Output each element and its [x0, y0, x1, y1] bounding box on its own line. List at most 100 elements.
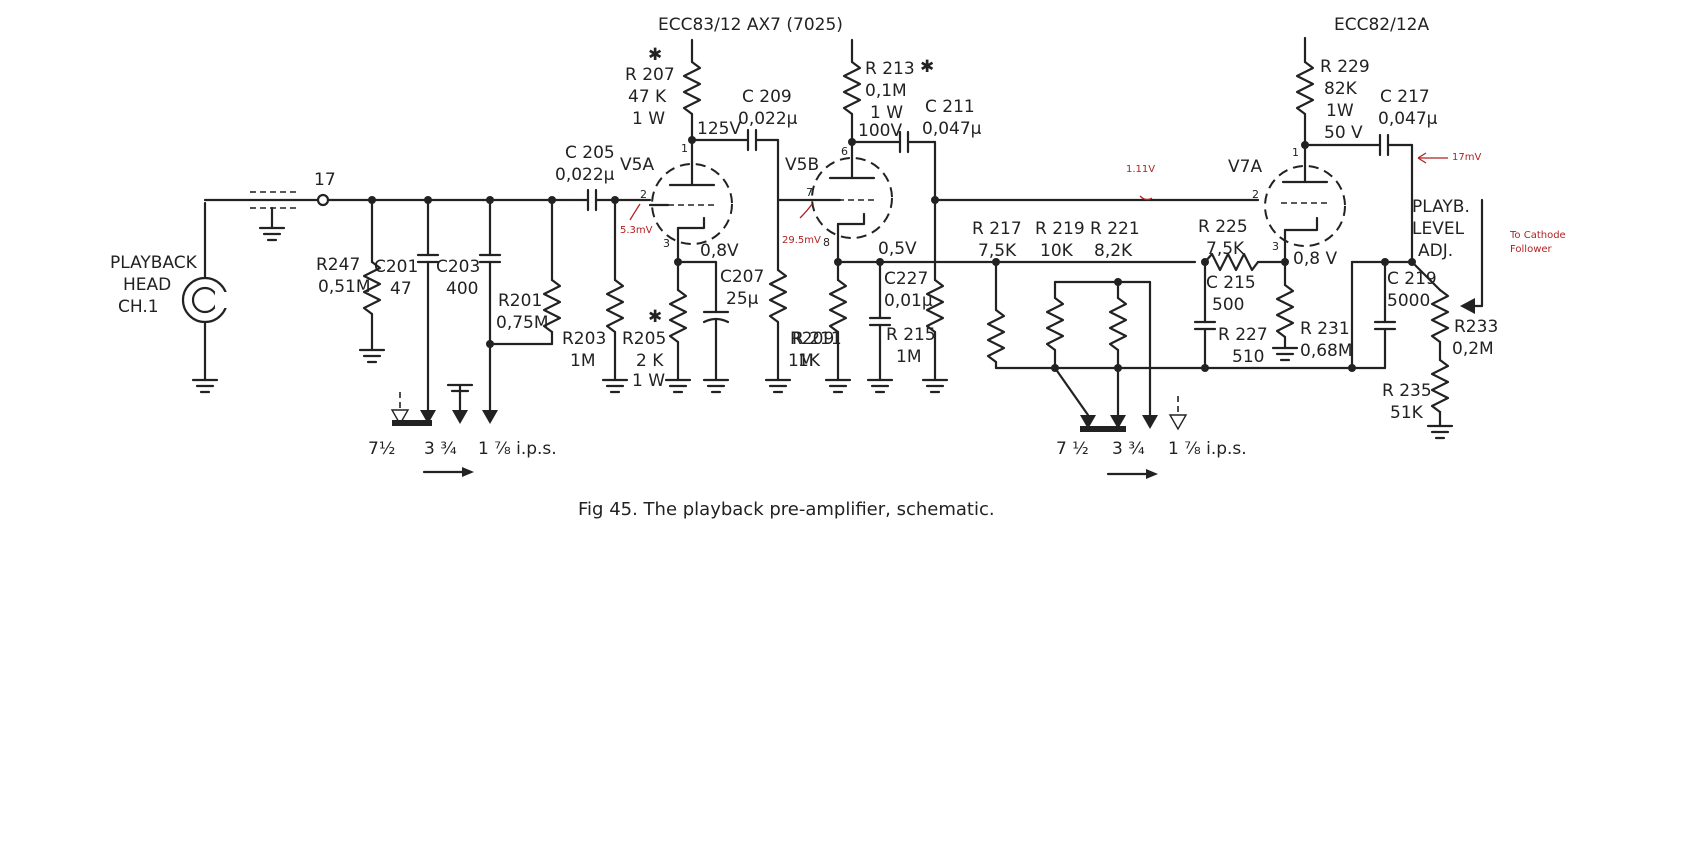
- c209-value: 0,022µ: [738, 109, 798, 129]
- r201-resistor: [542, 198, 562, 346]
- v5b-pin-plate: 6: [841, 145, 848, 158]
- r213-value: 0,1M: [865, 81, 907, 101]
- r211-value: 1K: [798, 351, 821, 371]
- speed-left-1: 7½: [368, 439, 395, 459]
- v5a-pin-grid: 2: [640, 188, 647, 201]
- r201-label: R201: [498, 291, 542, 311]
- r213-star: ✱: [920, 57, 934, 77]
- r225-label: R 225: [1198, 217, 1248, 237]
- r207-wattage: 1 W: [632, 109, 665, 129]
- v5b-cathode-voltage: 0,5V: [878, 239, 917, 259]
- terminal-label: 17: [314, 170, 336, 190]
- r247-value: 0,51M: [318, 277, 371, 297]
- c203-label: C203: [436, 257, 480, 277]
- speed-arrow-right: [1106, 469, 1158, 479]
- v7a-pin-grid: 2: [1252, 188, 1259, 201]
- c211-value: 0,047µ: [922, 119, 982, 139]
- playback-head: [181, 201, 229, 394]
- note-line-1: To Cathode: [1509, 230, 1566, 241]
- v5b-pin-cathode: 8: [823, 236, 830, 249]
- c203-capacitor: [478, 198, 554, 424]
- r213-wattage: 1 W: [870, 103, 903, 123]
- r229-resistor: [1295, 36, 1382, 149]
- v5b-plate-voltage: 100V: [858, 121, 902, 141]
- c215-label: C 215: [1206, 273, 1256, 293]
- head-label-1: PLAYBACK: [110, 253, 198, 273]
- r217-value: 7,5K: [978, 241, 1017, 261]
- r207-value: 47 K: [628, 87, 667, 107]
- r235-value: 51K: [1390, 403, 1424, 423]
- v5b-pin-grid: 7: [806, 186, 813, 199]
- v5b-label: V5B: [785, 155, 819, 175]
- c227-label: C227: [884, 269, 928, 289]
- v7-tube-type: ECC82/12A: [1334, 15, 1429, 35]
- v7a-cathode-network: [1193, 252, 1299, 372]
- r207-star: ✱: [648, 45, 662, 65]
- c217-label: C 217: [1380, 87, 1430, 107]
- r247-resistor: [358, 198, 386, 364]
- c207-label: C207: [720, 267, 764, 287]
- r219-label: R 219: [1035, 219, 1085, 239]
- r217-label: R 217: [972, 219, 1022, 239]
- v5a-cathode-network: [664, 258, 730, 394]
- v5b-cathode-network: [824, 258, 1197, 394]
- r203-label: R203: [562, 329, 606, 349]
- c209-label: C 209: [742, 87, 792, 107]
- r211-label: R 211: [792, 329, 842, 349]
- speed-arrow-left: [422, 467, 474, 477]
- c217-capacitor: [1378, 133, 1416, 266]
- input-shield: [203, 191, 330, 242]
- r221-value: 8,2K: [1094, 241, 1133, 261]
- r213-label: R 213: [865, 59, 915, 79]
- r209-label: R209: [790, 329, 834, 349]
- c211-label: C 211: [925, 97, 975, 117]
- c201-capacitor: [392, 198, 440, 426]
- r205-wattage: 1 W: [632, 371, 665, 391]
- measurement-1: 5.3mV: [620, 225, 653, 236]
- v5-tube-type: ECC83/12 AX7 (7025): [658, 15, 843, 35]
- note-line-2: Follower: [1510, 244, 1553, 255]
- c217-value: 0,047µ: [1378, 109, 1438, 129]
- c203-value: 400: [446, 279, 478, 299]
- c227-value: 0,01µ: [884, 291, 933, 311]
- speed-right-2: 3 ¾: [1112, 439, 1145, 459]
- c201-label: C201: [374, 257, 418, 277]
- speed-left-2: 3 ¾: [424, 439, 457, 459]
- c205-label: C 205: [565, 143, 615, 163]
- c215-value: 500: [1212, 295, 1244, 315]
- r205-resistor: [601, 198, 629, 394]
- c219-label: C 219: [1387, 269, 1437, 289]
- r205-star: ✱: [648, 307, 662, 327]
- v7a-label: V7A: [1228, 157, 1262, 177]
- eq-network: [986, 258, 1354, 432]
- r207-label: R 207: [625, 65, 675, 85]
- speed-left-3: 1 ⅞ i.p.s.: [478, 439, 557, 459]
- v7a-pin-plate: 1: [1292, 146, 1299, 159]
- r225-value: 7,5K: [1206, 239, 1245, 259]
- speed-right-1: 7 ½: [1056, 439, 1089, 459]
- r205-label: R205: [622, 329, 666, 349]
- v7a-cathode-voltage: 0,8 V: [1293, 249, 1337, 269]
- r233-label: R233: [1454, 317, 1498, 337]
- r247-label: R247: [316, 255, 360, 275]
- r233-value: 0,2M: [1452, 339, 1494, 359]
- v7a-pin-cathode: 3: [1272, 240, 1279, 253]
- r235-label: R 235: [1382, 381, 1432, 401]
- level-label-2: LEVEL: [1412, 219, 1465, 239]
- r229-voltage: 50 V: [1324, 123, 1363, 143]
- c205-value: 0,022µ: [555, 165, 615, 185]
- r213-resistor: [842, 38, 902, 146]
- v5a-label: V5A: [620, 155, 654, 175]
- v5a-pin-plate: 1: [681, 142, 688, 155]
- level-label-1: PLAYB.: [1412, 197, 1470, 217]
- r231-label: R 231: [1300, 319, 1350, 339]
- measurement-2: 29.5mV: [782, 235, 821, 246]
- r207-resistor: [682, 38, 750, 144]
- r229-value: 82K: [1324, 79, 1358, 99]
- v5a-cathode-voltage: 0,8V: [700, 241, 739, 261]
- speed-right-3: 1 ⅞ i.p.s.: [1168, 439, 1247, 459]
- r221-label: R 221: [1090, 219, 1140, 239]
- c205-capacitor: [573, 188, 652, 212]
- head-label-3: CH.1: [118, 297, 159, 317]
